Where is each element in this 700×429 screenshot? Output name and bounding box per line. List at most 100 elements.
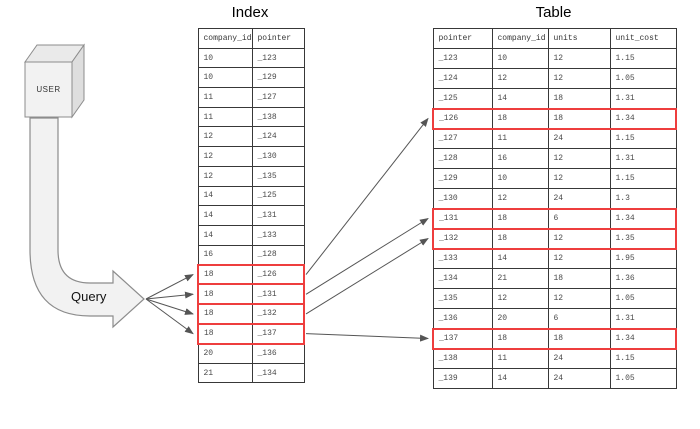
cell: _130 [432,188,493,209]
cell: 10 [491,48,549,69]
cell: 10 [197,67,253,89]
cell: 14 [491,248,549,269]
cell: 18 [491,227,549,250]
cell: _136 [251,343,305,364]
cell: 1.95 [609,248,677,269]
cell: _134 [251,362,305,384]
cell: _134 [432,268,493,289]
cell: _138 [432,348,493,369]
cell: 14 [197,185,253,207]
cell: _125 [251,185,305,207]
table-row: 14_131 [197,205,305,226]
cell: _133 [432,248,493,269]
cell: 18 [197,263,253,286]
cell: 12 [547,248,611,269]
cell: 1.15 [609,168,677,189]
table-row: 14_133 [197,224,305,246]
cell: 12 [491,188,549,209]
cell: 21 [491,268,549,289]
cell: _131 [251,283,305,306]
cell: 11 [197,87,253,108]
cell: 14 [197,205,253,226]
table-row: 12_135 [197,165,305,187]
cell: _123 [432,48,493,69]
cell: 1.15 [609,348,677,369]
cube-front-face [24,61,73,118]
cell: _132 [251,303,305,325]
cell: _138 [251,106,305,128]
table-row: 11_138 [197,106,305,128]
cell: 21 [197,362,253,384]
cell: _130 [251,146,305,167]
cell: 20 [491,308,549,329]
cell: 18 [197,303,253,325]
table-row: 14_125 [197,185,305,207]
cell: 1.05 [609,68,677,89]
cell: 18 [491,327,549,350]
column-header: pointer [251,28,305,49]
table-row: 12_124 [197,126,305,148]
table-row: 10_129 [197,67,305,89]
cell: 1.34 [609,327,677,350]
index-table-title: Index [231,4,269,21]
column-header: unit_cost [609,28,677,49]
cell: _126 [251,263,305,286]
cell: 12 [197,165,253,187]
cell: 14 [491,88,549,109]
table-row: 10_123 [197,47,305,69]
cell: 20 [197,343,253,364]
cell: 16 [491,148,549,169]
cell: 1.31 [609,148,677,169]
cell: 18 [547,107,611,130]
query-label: Query [71,289,107,304]
cell: 12 [547,227,611,250]
cell: _131 [251,205,305,226]
cell: 16 [197,244,253,266]
cell: _135 [432,288,493,309]
cell: _139 [432,368,493,389]
cell: 11 [491,348,549,369]
cell: _124 [251,126,305,148]
cell: _129 [432,168,493,189]
column-header: units [547,28,611,49]
cell: _132 [432,227,493,250]
cell: 12 [197,126,253,148]
cell: 18 [547,268,611,289]
cell: _129 [251,67,305,89]
table-row: 18_137 [197,322,305,345]
cell: _127 [251,87,305,108]
cell: 18 [491,207,549,230]
cell: 1.05 [609,288,677,309]
cell: 1.31 [609,88,677,109]
cell: 18 [491,107,549,130]
cell: 12 [547,68,611,89]
cell: _133 [251,224,305,246]
cell: _126 [432,107,493,130]
cell: 1.31 [609,308,677,329]
cell: _127 [432,128,493,149]
cell: 1.34 [609,207,677,230]
user-cube-icon [24,43,85,119]
cell: 24 [547,128,611,149]
cell: 6 [547,308,611,329]
cell: _136 [432,308,493,329]
cell: 12 [547,48,611,69]
cell: 24 [547,348,611,369]
cell: _128 [432,148,493,169]
cell: _137 [251,322,305,345]
column-header: pointer [432,28,493,49]
